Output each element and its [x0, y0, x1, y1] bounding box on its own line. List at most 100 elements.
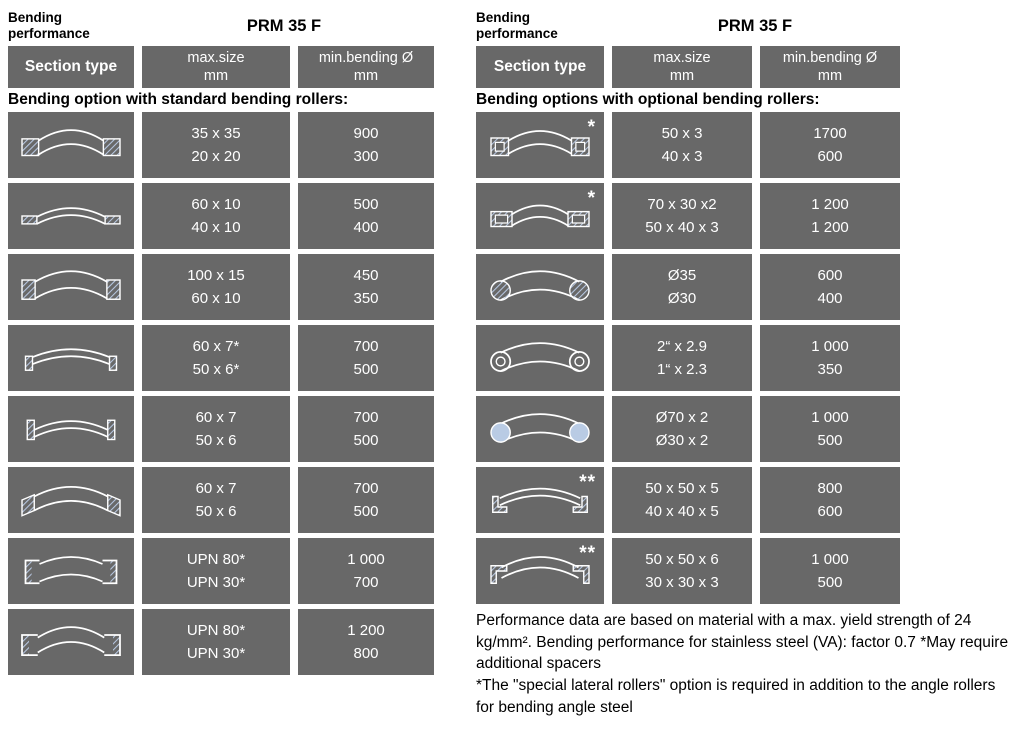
max-size-value: 30 x 30 x 3 [645, 574, 719, 591]
max-size-value: 50 x 3 [661, 124, 703, 142]
table-row: 100 x 15 60 x 10 450 350 [8, 254, 434, 320]
table-row: * 70 x 30 x2 50 x 40 x 3 1 200 1 200 [476, 183, 1016, 249]
min-bending-header-line2: mm [353, 68, 379, 84]
column-headers: Section type max.size mm min.bending Ø m… [476, 46, 1016, 88]
min-bending-cell: 1 000 350 [760, 325, 900, 391]
max-size-value: 60 x 10 [191, 195, 241, 213]
section-type-header: Section type [476, 46, 604, 88]
max-size-value: 35 x 35 [191, 124, 241, 142]
column-headers: Section type max.size mm min.bending Ø m… [8, 46, 434, 88]
max-size-cell: 60 x 7 50 x 6 [142, 467, 290, 533]
table-row: 60 x 7 50 x 6 700 500 [8, 467, 434, 533]
min-bending-cell: 500 400 [298, 183, 434, 249]
min-bending-value: 1 000 [347, 550, 385, 568]
section-type-cell: * [476, 112, 604, 178]
section-type-cell [8, 254, 134, 320]
min-bending-value: 800 [817, 479, 843, 497]
max-size-value: Ø30 [667, 290, 697, 307]
max-size-value: Ø70 x 2 [655, 408, 709, 426]
section-type-cell [476, 325, 604, 391]
section-type-cell [8, 183, 134, 249]
standard-rollers-table: Bending performance PRM 35 F Section typ… [8, 6, 434, 680]
table-row: 60 x 7 50 x 6 700 500 [8, 396, 434, 462]
max-size-value: 50 x 6 [195, 432, 237, 449]
max-size-cell: 50 x 50 x 6 30 x 30 x 3 [612, 538, 752, 604]
min-bending-value: 350 [817, 361, 843, 378]
square-bar-section-icon [15, 117, 127, 173]
section-type-cell: ** [476, 467, 604, 533]
max-size-value: 50 x 6* [192, 361, 240, 378]
max-size-cell: 2“ x 2.9 1“ x 2.3 [612, 325, 752, 391]
max-size-value: 50 x 50 x 5 [645, 479, 719, 497]
min-bending-value: 700 [353, 408, 379, 426]
round-tube-section-icon [484, 401, 596, 457]
max-size-cell: 70 x 30 x2 50 x 40 x 3 [612, 183, 752, 249]
min-bending-cell: 450 350 [298, 254, 434, 320]
max-size-value: 40 x 3 [661, 148, 703, 165]
wide-flat-section-icon [15, 472, 127, 528]
max-size-value: 20 x 20 [191, 148, 241, 165]
min-bending-value: 600 [817, 266, 843, 284]
round-bar-section-icon [484, 259, 596, 315]
min-bending-cell: 1 000 500 [760, 538, 900, 604]
table-row: * 50 x 3 40 x 3 1700 600 [476, 112, 1016, 178]
max-size-value: 2“ x 2.9 [656, 337, 708, 355]
max-size-value: 1“ x 2.3 [656, 361, 708, 378]
flat-bar-section-icon [15, 188, 127, 244]
max-size-header-line2: mm [669, 68, 695, 84]
max-size-value: 60 x 7 [195, 479, 237, 497]
table-subtitle: Bending option with standard bending rol… [8, 91, 349, 108]
table-row: 35 x 35 20 x 20 900 300 [8, 112, 434, 178]
min-bending-value: 500 [353, 361, 379, 378]
min-bending-value: 600 [817, 503, 843, 520]
max-size-cell: 60 x 7* 50 x 6* [142, 325, 290, 391]
table-row: Ø35 Ø30 600 400 [476, 254, 1016, 320]
max-size-value: 50 x 40 x 3 [645, 219, 719, 236]
footnote-marker: ** [579, 472, 596, 493]
min-bending-cell: 600 400 [760, 254, 900, 320]
min-bending-header-line1: min.bending Ø [318, 49, 414, 66]
min-bending-value: 500 [817, 432, 843, 449]
tee-section-leg-out-icon [15, 330, 127, 386]
min-bending-cell: 800 600 [760, 467, 900, 533]
max-size-value: 60 x 7* [192, 337, 240, 355]
min-bending-value: 400 [817, 290, 843, 307]
max-size-value: 40 x 40 x 5 [645, 503, 719, 520]
min-bending-cell: 700 500 [298, 325, 434, 391]
max-size-header-line1: max.size [187, 49, 245, 66]
min-bending-value: 1700 [813, 124, 847, 142]
min-bending-value: 700 [353, 574, 379, 591]
performance-title: Bending performance [8, 10, 90, 41]
max-size-header-line2: mm [203, 68, 229, 84]
max-size-value: Ø35 [667, 266, 697, 284]
max-size-cell: Ø70 x 2 Ø30 x 2 [612, 396, 752, 462]
footnote-marker: ** [579, 543, 596, 564]
min-bending-cell: 1 200 800 [298, 609, 434, 675]
max-size-value: 40 x 10 [191, 219, 241, 236]
table-row: Ø70 x 2 Ø30 x 2 1 000 500 [476, 396, 1016, 462]
max-size-cell: UPN 80* UPN 30* [142, 538, 290, 604]
max-size-value: UPN 80* [186, 550, 246, 568]
min-bending-value: 1 000 [811, 408, 849, 426]
max-size-value: 100 x 15 [187, 266, 245, 284]
min-bending-cell: 1 000 700 [298, 538, 434, 604]
min-bending-value: 900 [353, 124, 379, 142]
min-bending-value: 800 [353, 645, 379, 662]
section-type-cell: ** [476, 538, 604, 604]
table-header: Bending performance PRM 35 F [476, 6, 1016, 46]
optional-rollers-table: Bending performance PRM 35 F Section typ… [476, 6, 1016, 718]
min-bending-value: 400 [353, 219, 379, 236]
footnote-paragraph-2: *The "special lateral rollers" option is… [476, 677, 996, 716]
section-type-header: Section type [8, 46, 134, 88]
min-bending-value: 600 [817, 148, 843, 165]
tee-section-leg-in-icon [15, 401, 127, 457]
min-bending-cell: 1 000 500 [760, 396, 900, 462]
section-type-cell [8, 538, 134, 604]
table-row: ** 50 x 50 x 6 30 x 30 x 3 1 000 500 [476, 538, 1016, 604]
flat-bar-edge-section-icon [15, 259, 127, 315]
channel-upn-flat-section-icon [15, 614, 127, 670]
min-bending-cell: 900 300 [298, 112, 434, 178]
footnote-text: Performance data are based on material w… [476, 610, 1016, 718]
max-size-value: UPN 30* [186, 645, 246, 662]
min-bending-cell: 1700 600 [760, 112, 900, 178]
